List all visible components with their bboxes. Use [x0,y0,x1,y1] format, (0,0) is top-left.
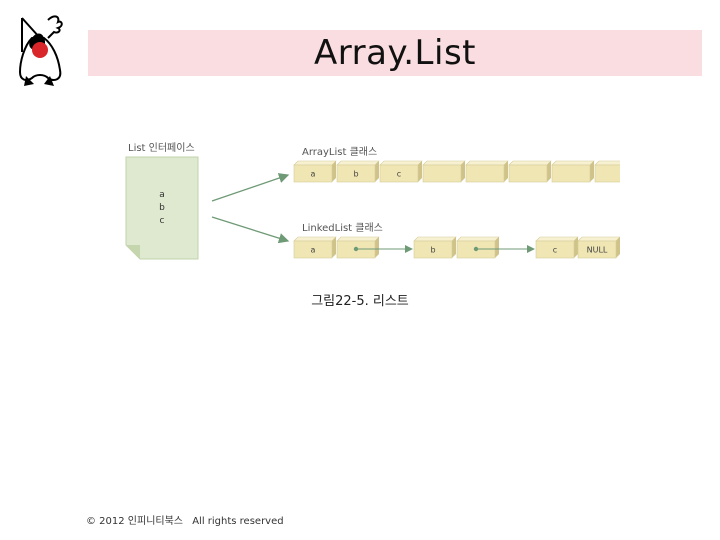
arrow-to-linkedlist [211,216,290,244]
interface-item-b: b [159,203,165,213]
rights-text: All rights reserved [192,516,284,527]
linkedlist-null-cell: NULL [577,236,620,259]
interface-note [125,156,199,260]
arraylist-cell-3 [422,160,466,183]
arrow-to-arraylist [211,173,290,202]
arraylist-cell-5 [508,160,552,183]
copyright-footer: © 2012 인피니티북스 All rights reserved [86,512,284,527]
arraylist-cell-0-label: a [311,170,316,179]
arraylist-cell-4 [465,160,509,183]
linkedlist-node-0-value-label: a [311,246,316,255]
arraylist-cells: a b c [293,160,620,183]
arraylist-cell-0: a [293,160,337,183]
linkedlist-node-1-link [456,236,500,259]
java-duke-logo-icon [18,15,63,86]
linkedlist-node-0-link [336,236,380,259]
linkedlist-null-cell-label: NULL [587,246,608,255]
arraylist-label: ArrayList 클래스 [302,146,377,158]
linkedlist-node-0-value: a [293,236,337,259]
arraylist-cell-2-label: c [397,170,401,179]
linkedlist-node-1-value: b [413,236,457,259]
linkedlist-node-2-value: c [535,236,579,259]
linkedlist-node-1-value-label: b [430,246,435,255]
slide-title: Array.List [314,33,476,73]
figure-caption: 그림22-5. 리스트 [311,294,409,309]
arraylist-cell-7 [594,160,620,183]
linkedlist-nodes: a b c NULL [293,236,620,259]
interface-item-c: c [160,216,165,226]
linkedlist-label: LinkedList 클래스 [302,222,383,234]
arraylist-cell-1: b [336,160,380,183]
interface-item-a: a [159,190,165,200]
linkedlist-node-2-value-label: c [553,246,557,255]
title-bar: Array.List [88,30,702,76]
copyright-text: © 2012 인피니티북스 [86,516,184,527]
arraylist-cell-2: c [379,160,423,183]
arraylist-cell-1-label: b [353,170,358,179]
interface-label: List 인터페이스 [128,142,195,154]
arraylist-cell-6 [551,160,595,183]
